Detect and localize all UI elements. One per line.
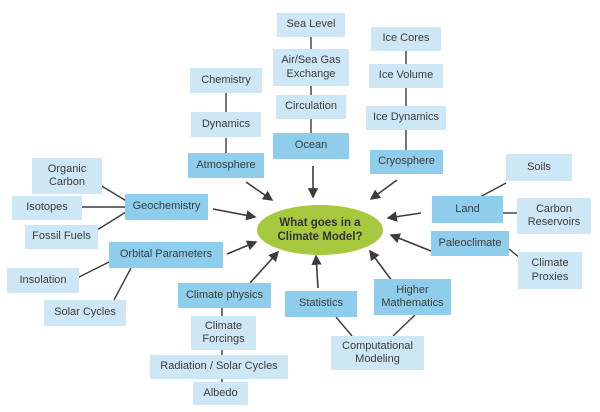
node-ocean: Ocean <box>273 133 349 159</box>
node-circulation: Circulation <box>276 95 346 119</box>
node-orbital-parameters: Orbital Parameters <box>109 242 223 268</box>
node-dynamics: Dynamics <box>191 112 261 137</box>
node-computational-modeling: Computational Modeling <box>331 336 424 370</box>
node-ice-cores: Ice Cores <box>371 27 441 51</box>
node-solar-cycles: Solar Cycles <box>44 300 126 326</box>
node-ice-volume: Ice Volume <box>369 64 443 88</box>
node-isotopes: Isotopes <box>12 196 82 220</box>
node-soils: Soils <box>506 154 572 181</box>
node-air-sea-gas-exchange: Air/Sea Gas Exchange <box>273 49 349 86</box>
node-carbon-reservoirs: Carbon Reservoirs <box>517 198 591 234</box>
node-paleoclimate: Paleoclimate <box>431 231 509 256</box>
node-sea-level: Sea Level <box>277 13 345 37</box>
node-statistics: Statistics <box>285 291 357 317</box>
node-albedo: Albedo <box>193 382 248 405</box>
node-atmosphere: Atmosphere <box>188 153 264 178</box>
node-chemistry: Chemistry <box>190 68 262 93</box>
center-topic-ellipse: What goes in a Climate Model? <box>257 205 383 255</box>
node-geochemistry: Geochemistry <box>125 194 208 220</box>
node-climate-proxies: Climate Proxies <box>518 252 582 289</box>
node-cryosphere: Cryosphere <box>370 150 443 174</box>
arrows-to-center <box>212 166 437 289</box>
node-climate-physics: Climate physics <box>178 283 271 308</box>
node-fossil-fuels: Fossil Fuels <box>25 225 98 249</box>
node-climate-forcings: Climate Forcings <box>191 316 256 350</box>
node-insolation: Insolation <box>7 268 79 293</box>
node-higher-mathematics: Higher Mathematics <box>374 279 451 315</box>
plain-connectors <box>76 37 521 382</box>
node-organic-carbon: Organic Carbon <box>32 158 102 194</box>
node-radiation-solar-cycles: Radiation / Solar Cycles <box>150 355 288 379</box>
node-ice-dynamics: Ice Dynamics <box>366 106 446 130</box>
node-land: Land <box>432 196 503 223</box>
